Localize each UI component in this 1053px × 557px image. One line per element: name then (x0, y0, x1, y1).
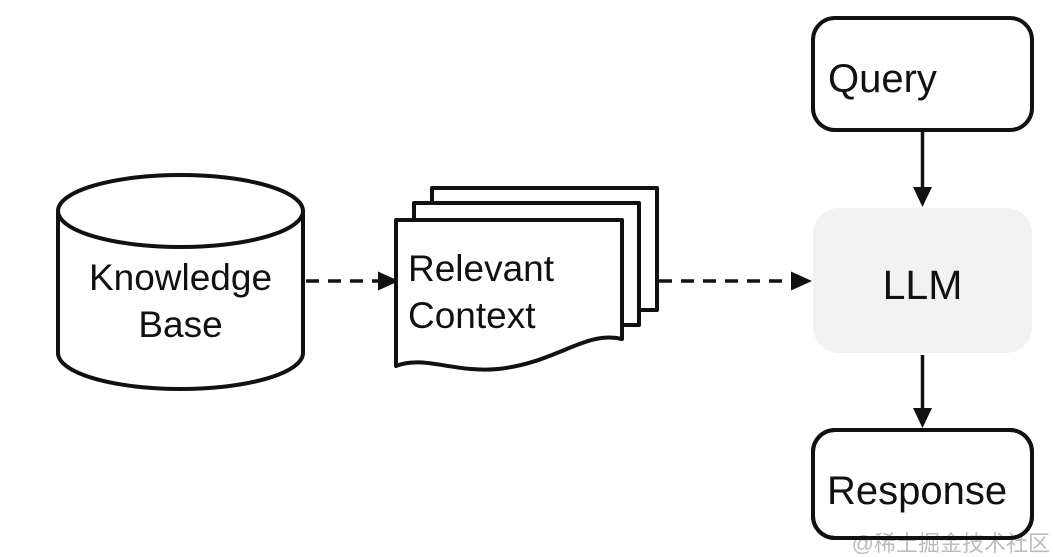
edge-query-to-llm (913, 131, 932, 207)
arrowhead-right-icon (791, 271, 812, 291)
cylinder-body-shape (56, 211, 305, 391)
relevant-context-node: Relevant Context (394, 186, 659, 372)
response-label: Response (827, 469, 1007, 513)
edge-llm-to-response (913, 355, 932, 428)
relevant-context-label-line2: Context (408, 295, 536, 336)
edge-context-to-llm (659, 271, 812, 291)
knowledge-base-label-line1: Knowledge (89, 257, 272, 298)
document-page-front (394, 218, 624, 372)
cylinder-top-shape (56, 173, 305, 249)
arrowhead-down-icon (913, 408, 932, 428)
query-box-shape (811, 16, 1034, 132)
edge-knowledge-base-to-context (306, 271, 399, 291)
response-box-outline-overlay (811, 428, 1034, 540)
knowledge-base-label-line2: Base (138, 304, 222, 345)
arrowhead-right-icon (378, 271, 399, 291)
llm-box-shape (813, 208, 1032, 353)
knowledge-base-node: Knowledge Base (56, 173, 305, 391)
llm-node: LLM (813, 208, 1032, 353)
query-label: Query (828, 57, 937, 101)
response-node: Response (811, 428, 1034, 540)
relevant-context-label-line1: Relevant (408, 248, 555, 289)
llm-label: LLM (883, 262, 963, 308)
arrowhead-down-icon (913, 187, 932, 207)
query-node: Query (811, 16, 1034, 132)
